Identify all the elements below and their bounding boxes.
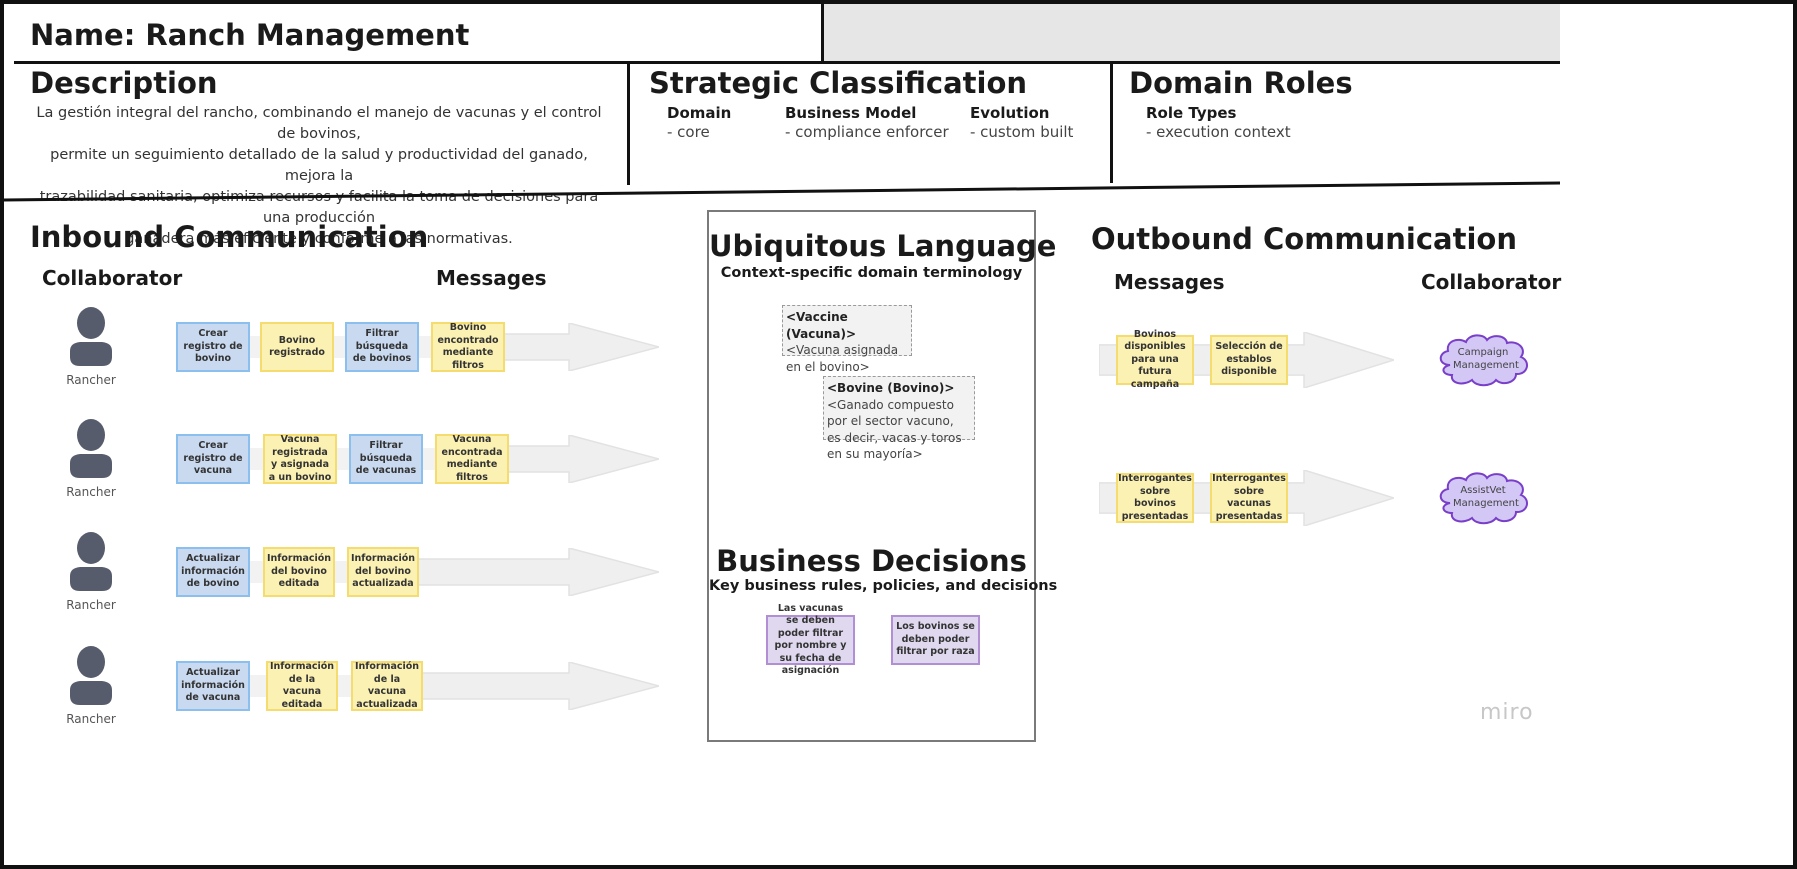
cloud-icon: [1439, 334, 1528, 387]
page-title: Name: Ranch Management: [30, 18, 470, 52]
header-divider-vertical: [821, 4, 824, 62]
message-sticky: Interrogantes sobre vacunas presentadas: [1210, 473, 1288, 523]
flow-arrow: [493, 323, 659, 371]
collaborator-label: Rancher: [66, 712, 116, 726]
term-title: <Bovine (Bovino)>: [827, 381, 955, 395]
message-sticky: Vacuna encontrada mediante filtros: [435, 434, 509, 484]
message-sticky: Información de la vacuna actualizada: [351, 661, 423, 711]
message-sticky: Bovino registrado: [260, 322, 334, 372]
strategic-heading: Strategic Classification: [649, 66, 1028, 100]
message-sticky: Bovinos disponibles para una futura camp…: [1116, 329, 1194, 390]
evolution-value: - custom built: [970, 123, 1074, 141]
term-card-bovine: <Bovine (Bovino)> <Ganado compuesto por …: [823, 376, 975, 461]
description-line: ganadera más eficiente y conforme a las …: [125, 231, 513, 247]
header-gray-panel: [823, 4, 1560, 61]
message-sticky: Actualizar información de vacuna: [176, 661, 250, 711]
language-panel: [707, 210, 1036, 742]
domain-label: Domain: [667, 104, 732, 122]
section-divider-line: [4, 181, 1561, 202]
outbound-collaborator-label: Collaborator: [1421, 270, 1562, 294]
message-sticky: Actualizar información de bovino: [176, 547, 250, 597]
term-definition: <Vacuna asignada en el bovino>: [786, 343, 899, 374]
business-decision-sticky: Las vacunas se deben poder filtrar por n…: [766, 603, 855, 676]
header-divider: [14, 61, 1560, 64]
ubiquitous-subheading: Context-specific domain terminology: [720, 265, 1023, 281]
cloud-icon: [1439, 472, 1528, 525]
description-line: La gestión integral del rancho, combinan…: [36, 105, 602, 142]
business-model-value: - compliance enforcer: [785, 123, 949, 141]
person-icon: [70, 307, 112, 366]
message-sticky: Filtrar búsqueda de vacunas: [349, 434, 423, 484]
message-sticky: Filtrar búsqueda de bovinos: [345, 322, 419, 372]
message-sticky: Vacuna registrada y asignada a un bovino: [263, 434, 337, 484]
person-icon: [70, 646, 112, 705]
term-definition: <Ganado compuesto por el sector vacuno, …: [827, 397, 962, 462]
collaborator-label: Campaign Management: [1453, 347, 1519, 371]
inbound-heading: Inbound Communication: [30, 220, 429, 254]
description-text: La gestión integral del rancho, combinan…: [30, 103, 608, 250]
message-sticky: Crear registro de bovino: [176, 322, 250, 372]
message-sticky: Bovino encontrado mediante filtros: [431, 322, 505, 372]
inbound-collaborator-label: Collaborator: [42, 266, 183, 290]
collaborator-label: Rancher: [66, 598, 116, 612]
flow-connector: [176, 336, 505, 358]
role-types-label: Role Types: [1146, 104, 1237, 122]
strategic-divider: [1110, 62, 1113, 183]
business-decisions-subheading: Key business rules, policies, and decisi…: [709, 578, 1058, 594]
outbound-messages-label: Messages: [1114, 270, 1225, 294]
roles-heading: Domain Roles: [1129, 66, 1353, 100]
description-heading: Description: [30, 66, 218, 100]
message-sticky: Información del bovino actualizada: [347, 547, 419, 597]
business-decision-sticky: Los bovinos se deben poder filtrar por r…: [891, 615, 980, 665]
message-sticky: Interrogantes sobre bovinos presentadas: [1116, 473, 1194, 523]
collaborator-label: Rancher: [66, 485, 116, 499]
flow-arrow: [407, 548, 659, 596]
miro-watermark: miro: [1480, 700, 1534, 725]
collaborator-label: Rancher: [66, 373, 116, 387]
business-model-label: Business Model: [785, 104, 917, 122]
term-title: <Vaccine (Vacuna)>: [786, 310, 857, 341]
ubiquitous-heading: Ubiquitous Language: [709, 229, 1057, 263]
message-sticky: Información del bovino editada: [263, 547, 335, 597]
inbound-messages-label: Messages: [436, 266, 547, 290]
person-icon: [70, 419, 112, 478]
flow-arrow: [411, 662, 659, 710]
person-icon: [70, 532, 112, 591]
business-decisions-heading: Business Decisions: [716, 544, 1027, 578]
flow-connector: [176, 448, 509, 470]
term-card-vaccine: <Vaccine (Vacuna)> <Vacuna asignada en e…: [782, 305, 912, 374]
collaborator-label: AssistVet Management: [1453, 485, 1519, 509]
domain-value: - core: [667, 123, 710, 141]
role-types-value: - execution context: [1146, 123, 1291, 141]
outbound-heading: Outbound Communication: [1091, 222, 1517, 256]
description-divider: [627, 62, 630, 185]
flow-arrow: [497, 435, 659, 483]
message-sticky: Información de la vacuna editada: [266, 661, 338, 711]
message-sticky: Crear registro de vacuna: [176, 434, 250, 484]
description-line: permite un seguimiento detallado de la s…: [50, 147, 588, 184]
evolution-label: Evolution: [970, 104, 1050, 122]
message-sticky: Selección de establos disponible: [1210, 335, 1288, 385]
